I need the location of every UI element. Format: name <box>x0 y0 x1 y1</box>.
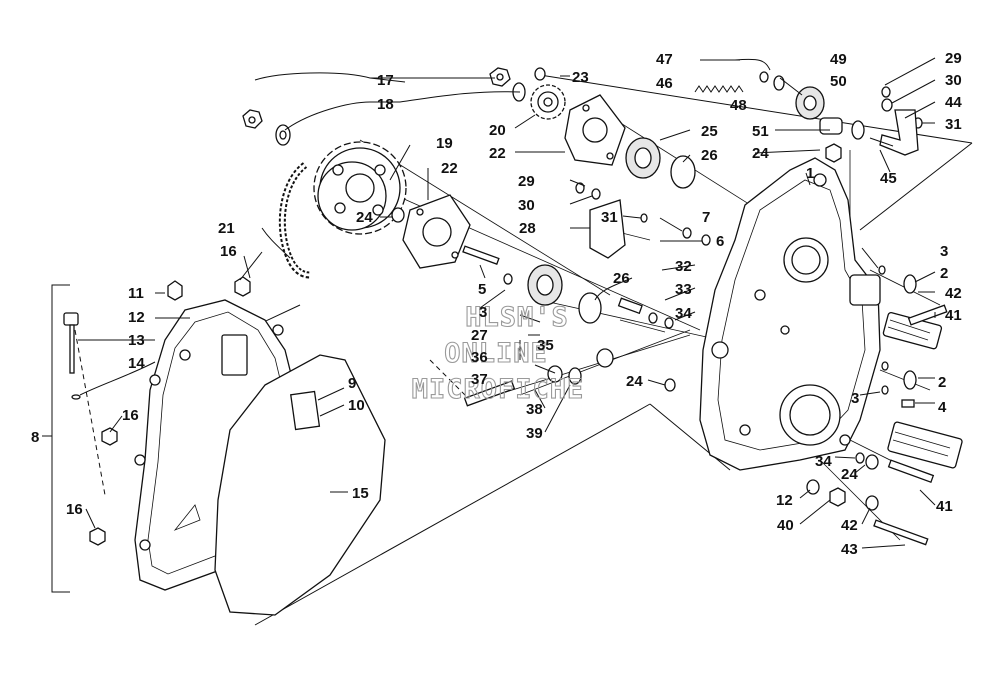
gasket <box>214 354 386 616</box>
callout-label: 31 <box>945 116 962 133</box>
callout-label: 24 <box>626 373 643 390</box>
callout-label: 47 <box>656 51 673 68</box>
callout-label: 9 <box>348 375 356 392</box>
chaincase-housing <box>699 157 881 471</box>
watermark-line-1: HLSM'S <box>465 302 569 333</box>
callout-label: 23 <box>572 69 589 86</box>
callout-label: 49 <box>830 51 847 68</box>
callout-label: 41 <box>936 498 953 515</box>
callout-label: 4 <box>938 399 947 416</box>
callout-label: 33 <box>675 281 692 298</box>
small-sprocket <box>530 84 566 120</box>
callout-label: 51 <box>752 123 769 140</box>
callout-label: 19 <box>436 135 453 152</box>
bolts <box>89 143 948 546</box>
callout-label: 3 <box>851 390 859 407</box>
tensioner-arm <box>869 109 919 156</box>
callout-label: 34 <box>815 453 832 470</box>
drive-chain <box>278 162 311 279</box>
callout-label: 32 <box>675 258 692 275</box>
group-bracket-8 <box>42 284 70 593</box>
callout-label: 24 <box>752 145 769 162</box>
callout-label: 3 <box>940 243 948 260</box>
leader-lines <box>78 57 936 549</box>
callout-label: 30 <box>518 197 535 214</box>
watermark-line-3: MICROFICHE <box>412 374 585 405</box>
chain-guide <box>589 199 626 259</box>
callout-label: 8 <box>31 429 39 446</box>
callout-label: 16 <box>122 407 139 424</box>
callout-label: 45 <box>880 170 897 187</box>
callout-label: 21 <box>218 220 235 237</box>
callout-label: 40 <box>777 517 794 534</box>
callout-label: 44 <box>945 94 962 111</box>
callout-label: 42 <box>945 285 962 302</box>
callout-label: 34 <box>675 305 692 322</box>
watermark: HLSM'S ONLINE MICROFICHE <box>411 301 585 405</box>
callout-label: 41 <box>945 307 962 324</box>
bearings <box>527 86 865 324</box>
large-drive-sprocket <box>313 141 407 235</box>
callout-label: 16 <box>220 243 237 260</box>
callout-label: 17 <box>377 72 394 89</box>
callout-label: 12 <box>128 309 145 326</box>
callout-label: 7 <box>702 209 710 226</box>
callout-label: 6 <box>716 233 724 250</box>
callout-label: 29 <box>518 173 535 190</box>
callout-label: 37 <box>471 371 488 388</box>
callout-label: 13 <box>128 332 145 349</box>
dipstick <box>63 312 81 400</box>
callout-label: 26 <box>613 270 630 287</box>
bearing-plate-upper <box>564 94 626 166</box>
callout-label: 18 <box>377 96 394 113</box>
callout-label: 1 <box>806 165 814 182</box>
callout-label: 3 <box>479 304 487 321</box>
tension-spring <box>694 59 744 93</box>
callout-label: 24 <box>841 466 858 483</box>
callout-label: 42 <box>841 517 858 534</box>
callout-label: 38 <box>526 401 543 418</box>
callout-label: 2 <box>938 374 946 391</box>
callout-label: 22 <box>441 160 458 177</box>
callout-label: 28 <box>519 220 536 237</box>
callout-label: 26 <box>701 147 718 164</box>
splined-shafts <box>882 311 963 469</box>
callout-label: 43 <box>841 541 858 558</box>
callout-label: 20 <box>489 122 506 139</box>
callout-label: 15 <box>352 485 369 502</box>
callout-label: 12 <box>776 492 793 509</box>
callout-label: 27 <box>471 327 488 344</box>
callout-label: 22 <box>489 145 506 162</box>
callout-label: 2 <box>940 265 948 282</box>
callout-label: 35 <box>537 337 554 354</box>
callout-label: 46 <box>656 75 673 92</box>
callout-label: 5 <box>478 281 486 298</box>
callout-label: 31 <box>601 209 618 226</box>
callout-label: 11 <box>128 285 144 302</box>
callout-label: 16 <box>66 501 83 518</box>
callout-label: 24 <box>356 209 373 226</box>
watermark-line-2: ONLINE <box>444 338 548 369</box>
callout-labels: 3 1 2 2 3 3 4 5 6 7 8 9 10 11 12 12 13 1… <box>31 50 962 558</box>
callout-label: 48 <box>730 97 747 114</box>
bearing-plate-lower <box>402 194 471 269</box>
callout-label: 14 <box>128 355 145 372</box>
callout-label: 29 <box>945 50 962 67</box>
inspection-plate <box>290 390 321 431</box>
callout-label: 30 <box>945 72 962 89</box>
callout-label: 50 <box>830 73 847 90</box>
callout-label: 25 <box>701 123 718 140</box>
callout-label: 36 <box>471 349 488 366</box>
callout-label: 39 <box>526 425 543 442</box>
callout-label: 10 <box>348 397 365 414</box>
